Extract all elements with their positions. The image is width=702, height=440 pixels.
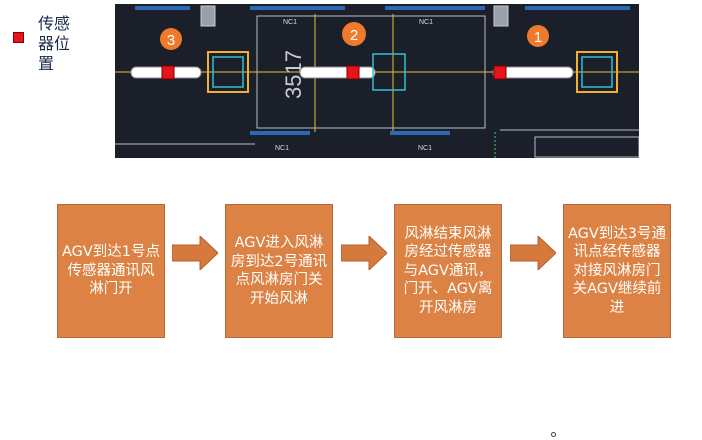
station-frame xyxy=(207,51,249,93)
point-circle xyxy=(342,22,366,46)
legend: 传感器位置 xyxy=(10,14,110,84)
wall-strip xyxy=(390,131,450,135)
station-frame xyxy=(576,51,618,93)
point-circle xyxy=(527,25,549,47)
flow-step-3: 风淋结束风淋房经过传感器与AGV通讯，门开、AGV离开风淋房 xyxy=(394,204,502,338)
floor-outline xyxy=(534,136,639,158)
point-circle xyxy=(160,28,182,50)
stray-dot xyxy=(551,432,556,437)
flow-step-text: AGV到达3号通讯点经传感器对接风淋房门关AGV继续前进 xyxy=(567,225,667,316)
flow-step-4: AGV到达3号通讯点经传感器对接风淋房门关AGV继续前进 xyxy=(563,204,671,338)
flow-step-text: AGV进入风淋房到达2号通讯点风淋房门关开始风淋 xyxy=(230,235,328,307)
wall-strip xyxy=(525,6,630,10)
column-block xyxy=(493,5,509,27)
station-inner xyxy=(372,53,406,91)
agv-3 xyxy=(130,51,249,93)
right-arrow-icon xyxy=(341,236,387,270)
agv-2 xyxy=(299,53,406,91)
nc1-label-top: NC1 xyxy=(419,19,433,26)
sensor-1-marker xyxy=(493,65,507,80)
point-marker-1: 1 xyxy=(527,25,549,47)
column-block xyxy=(200,5,216,27)
wall-strip xyxy=(250,131,310,135)
station-inner xyxy=(581,56,613,88)
station-inner xyxy=(212,56,244,88)
sensor-marker-icon xyxy=(13,32,24,43)
wall-strip xyxy=(385,6,485,10)
agv-body xyxy=(299,66,376,79)
nc1-label-bottom: NC1 xyxy=(275,145,289,152)
flow-step-text: AGV到达1号点传感器通讯风淋门开 xyxy=(61,244,161,298)
cad-drawing: NC1 NC1 NC1 NC1 3517 xyxy=(115,4,639,158)
flow-step-text: 风淋结束风淋房经过传感器与AGV通讯，门开、AGV离开风淋房 xyxy=(403,225,493,316)
flow-step-2: AGV进入风淋房到达2号通讯点风淋房门关开始风淋 xyxy=(225,204,333,338)
right-arrow-icon xyxy=(172,236,218,270)
nc1-label-bottom: NC1 xyxy=(418,145,432,152)
point-number: 3 xyxy=(167,32,175,49)
wall-strip xyxy=(250,6,345,10)
flow-step-1: AGV到达1号点传感器通讯风淋门开 xyxy=(57,204,165,338)
point-number: 2 xyxy=(350,27,358,44)
agv-body xyxy=(492,66,574,79)
point-marker-2: 2 xyxy=(342,22,366,46)
wall-strip xyxy=(135,6,190,10)
cad-layout-svg: NC1 NC1 NC1 NC1 3517 xyxy=(115,5,639,158)
right-arrow-icon xyxy=(510,236,556,270)
agv-1 xyxy=(492,51,618,93)
point-marker-3: 3 xyxy=(160,28,182,50)
nc1-label-top: NC1 xyxy=(283,19,297,26)
sensor-3-marker xyxy=(161,65,175,80)
sensor-2-marker xyxy=(346,65,360,80)
legend-label: 传感器位置 xyxy=(38,14,71,73)
point-number: 1 xyxy=(534,29,542,46)
